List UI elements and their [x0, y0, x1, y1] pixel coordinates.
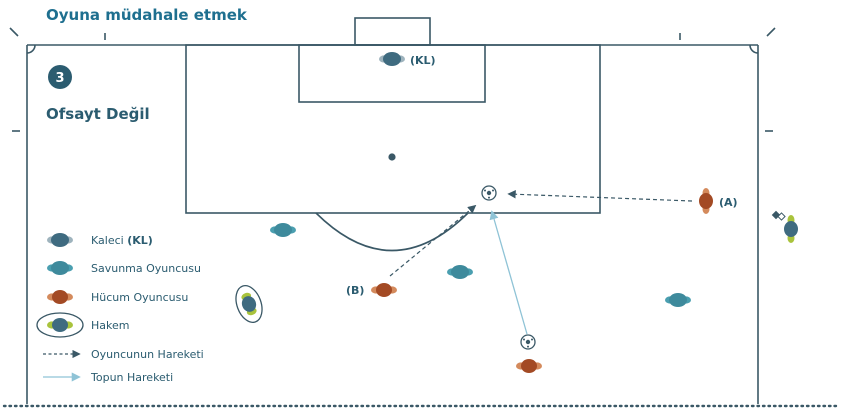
legend-goalkeeper-text: Kaleci [91, 234, 127, 247]
legend-referee-label: Hakem [91, 319, 129, 332]
legend-goalkeeper-tag: (KL) [127, 234, 153, 247]
ball-icon [520, 334, 536, 350]
attacker-a-label: (A) [719, 196, 738, 209]
legend-attacker-icon [47, 290, 73, 304]
penalty-spot [388, 153, 396, 161]
scenario-number-badge [48, 65, 72, 89]
goalkeeper-tag: (KL) [410, 54, 436, 67]
defender-icon [447, 265, 473, 279]
corner-mark-left [9, 27, 19, 37]
defender-icon [270, 223, 296, 237]
verdict-heading: Ofsayt Değil [46, 105, 150, 123]
legend-attacker-label: Hücum Oyuncusu [91, 291, 188, 304]
defender-icon [665, 293, 691, 307]
scenario-number: 3 [55, 71, 64, 86]
diagram-title: Oyuna müdahale etmek [46, 6, 248, 24]
legend-goalkeeper-label: Kaleci (KL) [91, 234, 153, 247]
attacker-a-icon [699, 188, 713, 214]
corner-arc-right [749, 44, 759, 54]
legend: Kaleci (KL) Savunma Oyuncusu Hücum Oyunc… [36, 233, 204, 384]
attacker-a-movement-arrow [507, 190, 693, 202]
goal-area [298, 44, 486, 103]
attacker-icon [516, 359, 542, 373]
assistant-referee-icon [771, 210, 798, 243]
legend-player-movement-label: Oyuncunun Hareketi [91, 348, 204, 361]
referee-icon [235, 285, 263, 323]
penalty-area [185, 44, 601, 214]
pitch [9, 17, 776, 404]
goal [354, 17, 431, 46]
ball-icon [481, 185, 497, 201]
legend-defender-icon [47, 261, 73, 275]
attacker-b-movement-arrow [389, 204, 477, 277]
goalkeeper-icon [379, 52, 405, 66]
legend-referee-icon [36, 312, 84, 338]
attacker-b-label: (B) [346, 284, 364, 297]
attacker-b-icon [371, 283, 397, 297]
corner-mark-right [766, 27, 776, 37]
ball-movement-arrow [489, 210, 528, 335]
corner-arc-left [26, 44, 36, 54]
legend-ball-movement-label: Topun Hareketi [90, 371, 173, 384]
legend-goalkeeper-icon [47, 233, 73, 247]
penalty-arc [315, 212, 469, 252]
legend-defender-label: Savunma Oyuncusu [91, 262, 201, 275]
